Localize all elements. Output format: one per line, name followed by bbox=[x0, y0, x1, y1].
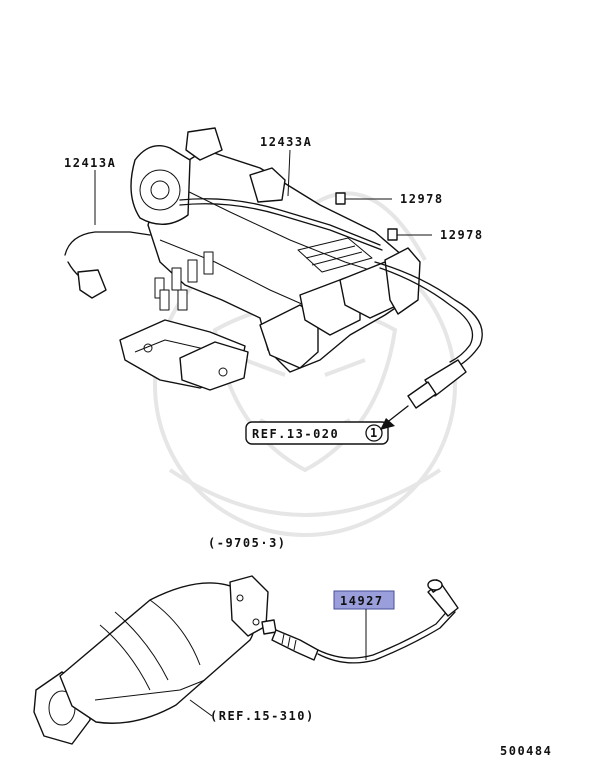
wiring-harness bbox=[64, 198, 483, 409]
leader-lines-upper bbox=[94, 149, 432, 236]
period-code: (-9705·3) bbox=[208, 536, 287, 550]
oxygen-sensor-illustration bbox=[271, 579, 459, 664]
intake-manifold-illustration bbox=[119, 127, 421, 391]
reference-15-310-label: (REF.15-310) bbox=[210, 709, 315, 723]
figure-number: 500484 bbox=[500, 744, 552, 758]
callout-14927[interactable]: 14927 bbox=[333, 590, 395, 660]
catalytic-converter-illustration bbox=[33, 575, 277, 745]
callout-12413A: 12413A bbox=[64, 156, 116, 170]
leader-line-ref-15-310 bbox=[189, 699, 213, 717]
reference-circle-number: 1 bbox=[370, 426, 379, 440]
callout-12978-lower: 12978 bbox=[440, 228, 484, 242]
reference-box-13-020: REF.13-020 1 bbox=[245, 405, 409, 445]
callout-12433A: 12433A bbox=[260, 135, 312, 149]
callout-12978-upper: 12978 bbox=[400, 192, 444, 206]
reference-13-020-label: REF.13-020 bbox=[252, 427, 339, 441]
callout-14927-label: 14927 bbox=[340, 594, 384, 608]
